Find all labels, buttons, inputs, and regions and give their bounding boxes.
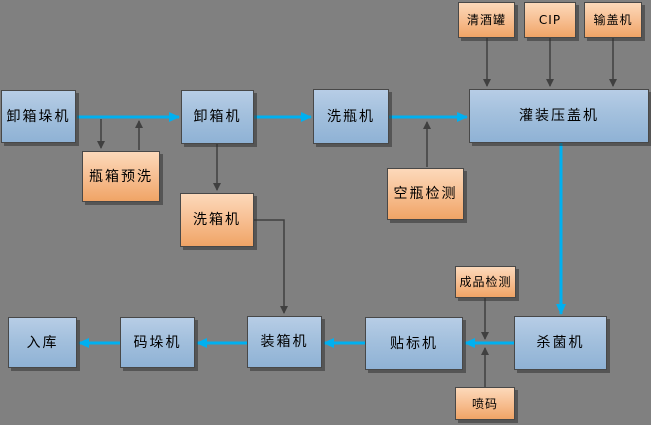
node-filler-capper: 灌装压盖机 <box>469 89 649 143</box>
node-cap-feeder: 输盖机 <box>584 2 642 38</box>
node-sterilizer: 杀菌机 <box>514 316 607 370</box>
node-warehouse: 入库 <box>8 317 77 368</box>
node-bright-beer-tank: 清酒罐 <box>458 2 515 38</box>
node-labeler: 贴标机 <box>365 317 463 370</box>
node-bottle-washer: 洗瓶机 <box>313 89 389 144</box>
node-unpalletizer: 卸箱垛机 <box>1 90 76 143</box>
node-crate-washer: 洗箱机 <box>180 193 254 247</box>
connector-crate-washer-to-caser <box>254 219 288 314</box>
node-caser: 装箱机 <box>247 316 322 368</box>
node-inkjet-coder: 喷码 <box>455 387 515 420</box>
node-finished-product-inspection: 成品检测 <box>455 266 516 298</box>
node-palletizer: 码垛机 <box>120 317 195 368</box>
node-decrater: 卸箱机 <box>181 90 254 144</box>
node-crate-prewash: 瓶箱预洗 <box>82 151 160 202</box>
node-cip: CIP <box>524 2 576 38</box>
node-empty-bottle-inspection: 空瓶检测 <box>387 168 464 220</box>
